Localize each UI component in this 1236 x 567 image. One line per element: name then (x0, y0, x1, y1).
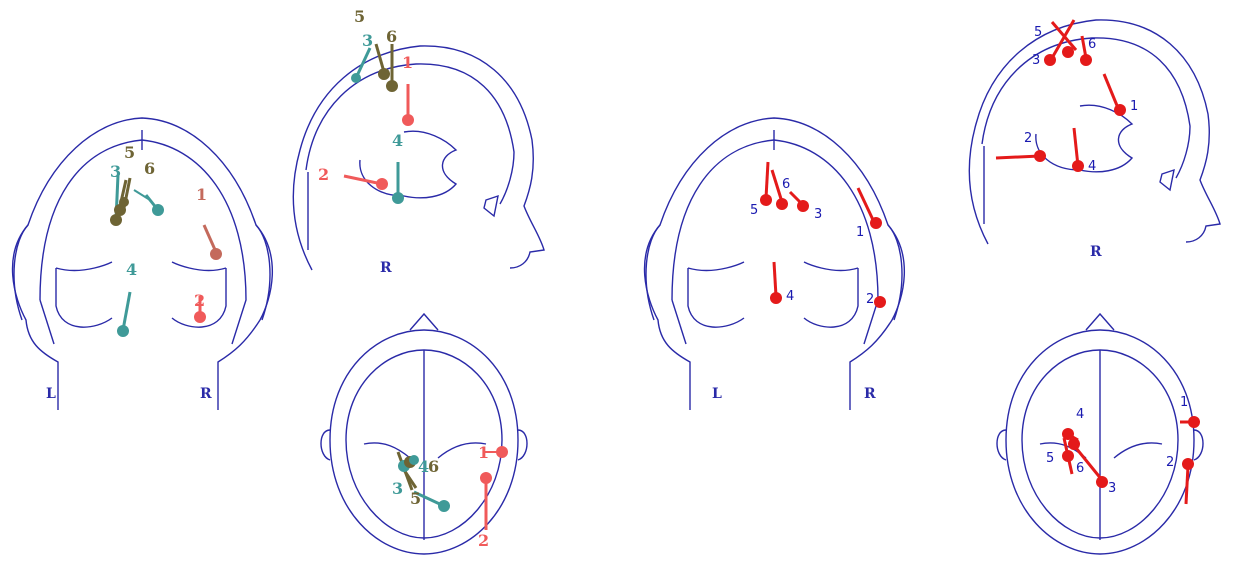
right-top-dipoles (1062, 416, 1200, 505)
right-top-dipole-labels: 4 5 6 3 1 2 (1046, 395, 1188, 496)
left-side-label-2: 2 (318, 165, 329, 184)
left-back-label-2: 2 (194, 291, 205, 310)
right-back-label-6: 6 (782, 177, 790, 192)
left-back-right-side-label: R (200, 386, 212, 402)
right-side-label-2: 2 (1024, 131, 1032, 146)
left-side-dipoles (343, 43, 414, 204)
left-back-label-4: 4 (126, 260, 137, 279)
right-top-head-outline (996, 313, 1204, 555)
right-panel: 6 5 3 1 4 2 L R 5 6 3 1 (643, 19, 1221, 555)
right-back-label-5: 5 (750, 203, 758, 218)
right-back-right-side-label: R (864, 386, 876, 402)
right-side-label-3: 3 (1032, 53, 1040, 68)
left-side-label-4: 4 (392, 131, 403, 150)
left-top-label-6: 6 (428, 457, 439, 476)
left-top-label-2: 2 (478, 531, 489, 550)
left-side-label-6: 6 (386, 27, 397, 46)
left-side-view-label: R (380, 260, 392, 276)
right-top-label-6: 6 (1076, 461, 1084, 476)
right-back-left-side-label: L (712, 386, 722, 402)
right-side-head-outline (968, 19, 1221, 245)
right-side-label-4: 4 (1088, 159, 1096, 174)
left-side-head-outline (292, 45, 545, 271)
left-panel: 5 6 3 1 4 2 L R 5 3 6 1 (11, 7, 545, 555)
left-top-label-5: 5 (410, 489, 421, 508)
right-top-label-4: 4 (1076, 407, 1084, 422)
right-side-label-6: 6 (1088, 37, 1096, 52)
right-top-label-5: 5 (1046, 451, 1054, 466)
left-back-dipoles (110, 174, 222, 337)
left-top-dipoles (396, 446, 508, 530)
left-top-label-3: 3 (392, 479, 403, 498)
left-side-dipole-labels: 5 3 6 1 4 2 (318, 7, 413, 184)
left-back-left-side-label: L (46, 386, 56, 402)
left-side-label-1: 1 (402, 53, 413, 72)
right-top-label-1: 1 (1180, 395, 1188, 410)
left-side-label-5: 5 (354, 7, 365, 26)
right-side-view-label: R (1090, 244, 1102, 260)
right-back-dipole-labels: 6 5 3 1 4 2 (750, 177, 874, 307)
left-top-label-4: 4 (418, 457, 429, 476)
left-back-head-outline (11, 117, 274, 411)
left-top-head-outline (320, 313, 528, 555)
left-side-label-3: 3 (362, 31, 373, 50)
right-top-label-3: 3 (1108, 481, 1116, 496)
right-side-label-1: 1 (1130, 99, 1138, 114)
left-back-label-5: 5 (124, 143, 135, 162)
right-back-label-4: 4 (786, 289, 794, 304)
right-side-dipoles (995, 19, 1126, 172)
left-top-dipole-labels: 4 6 3 5 1 2 (392, 443, 489, 550)
left-back-dipole-labels: 5 6 3 1 4 2 (110, 143, 207, 310)
right-top-label-2: 2 (1166, 455, 1174, 470)
right-back-label-3: 3 (814, 207, 822, 222)
right-side-dipole-labels: 5 6 3 1 2 4 (1024, 25, 1138, 174)
left-back-label-6: 6 (144, 159, 155, 178)
right-back-dipoles (760, 161, 886, 308)
right-back-label-2: 2 (866, 292, 874, 307)
left-back-label-1: 1 (196, 185, 207, 204)
left-back-label-3: 3 (110, 162, 121, 181)
right-side-label-5: 5 (1034, 25, 1042, 40)
left-top-label-1: 1 (478, 443, 489, 462)
right-back-label-1: 1 (856, 225, 864, 240)
